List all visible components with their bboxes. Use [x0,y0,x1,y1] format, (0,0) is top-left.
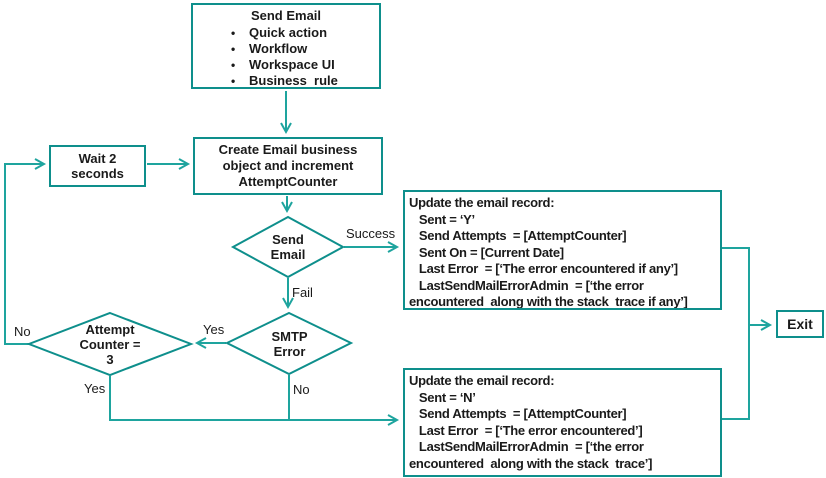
list-item: • Workflow [231,41,379,57]
edge-label-attempt-yes: Yes [84,381,106,396]
start-node-bullet-list: • Quick action • Workflow • Workspace UI • B… [231,25,379,89]
send-email-diamond-shape [230,215,346,279]
send-email-decision-label: Send Email [270,232,306,262]
edge-attempt-yes-to-update-fail [109,376,400,426]
wait-node: Wait 2 seconds [49,145,146,187]
update-record-success-node: Update the email record: Sent = ‘Y’ Send… [403,190,722,310]
list-item: • Workspace UI [231,57,379,73]
edge-attempt-no-loop-to-wait [4,158,47,345]
edge-label-success: Success [346,226,396,241]
edge-label-fail: Fail [292,285,313,300]
edge-label-smtp-yes: Yes [203,322,225,337]
start-node-title: Send Email [250,8,322,23]
attempt-counter-diamond-shape [26,311,194,377]
edge-label-smtp-no: No [293,382,310,397]
bullet-label: Workflow [249,41,308,56]
bullet-icon: • [231,58,236,72]
exit-node: Exit [776,310,824,338]
attempt-counter-decision-label: Attempt Counter = 3 [79,321,141,367]
bullet-label: Business rule [249,73,338,88]
list-item: • Business rule [231,73,379,89]
edge-update-boxes-merge [722,247,750,420]
bullet-label: Workspace UI [249,57,335,72]
list-item: • Quick action [231,25,379,41]
bullet-icon: • [231,74,236,88]
edge-label-attempt-no: No [14,324,31,339]
smtp-error-decision-label: SMTP Error [271,328,308,359]
create-email-node: Create Email business object and increme… [193,137,383,195]
bullet-icon: • [231,42,236,56]
start-node: Send Email • Quick action • Workflow • Work… [191,3,381,89]
bullet-label: Quick action [249,25,328,40]
update-record-fail-node: Update the email record: Sent = ‘N’ Send… [403,368,722,477]
bullet-icon: • [231,26,236,40]
smtp-error-diamond-shape [224,311,354,376]
